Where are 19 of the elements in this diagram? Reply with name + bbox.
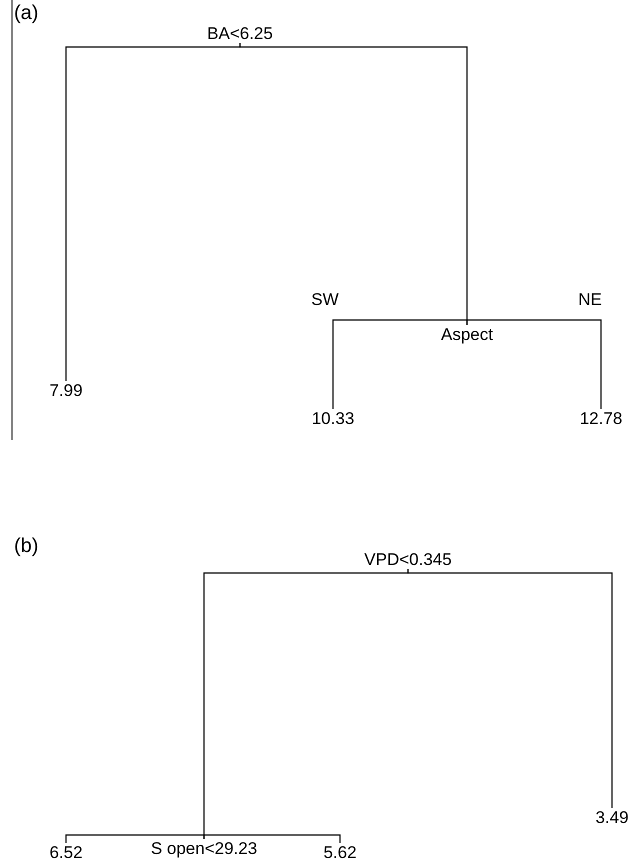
panel-label: (a) [14,2,38,24]
split-label: VPD<0.345 [364,550,452,569]
leaf-value: 7.99 [49,381,83,400]
tree-branch [332,319,468,409]
split-label: BA<6.25 [207,24,273,43]
panel-label: (b) [14,535,38,557]
leaf-value: 12.78 [580,409,622,428]
tree-branch [407,568,613,808]
tree-branch [65,834,205,843]
branch-label: SW [311,290,339,309]
split-label: Aspect [441,325,493,344]
leaf-value: 3.49 [595,808,629,827]
leaf-value: 10.33 [312,409,354,428]
tree-branch [203,834,341,843]
branch-label: NE [578,290,602,309]
leaf-value: 6.52 [49,843,83,862]
tree-branch [466,319,602,409]
leaf-value: 5.62 [323,843,357,862]
split-label: S open<29.23 [150,839,258,858]
